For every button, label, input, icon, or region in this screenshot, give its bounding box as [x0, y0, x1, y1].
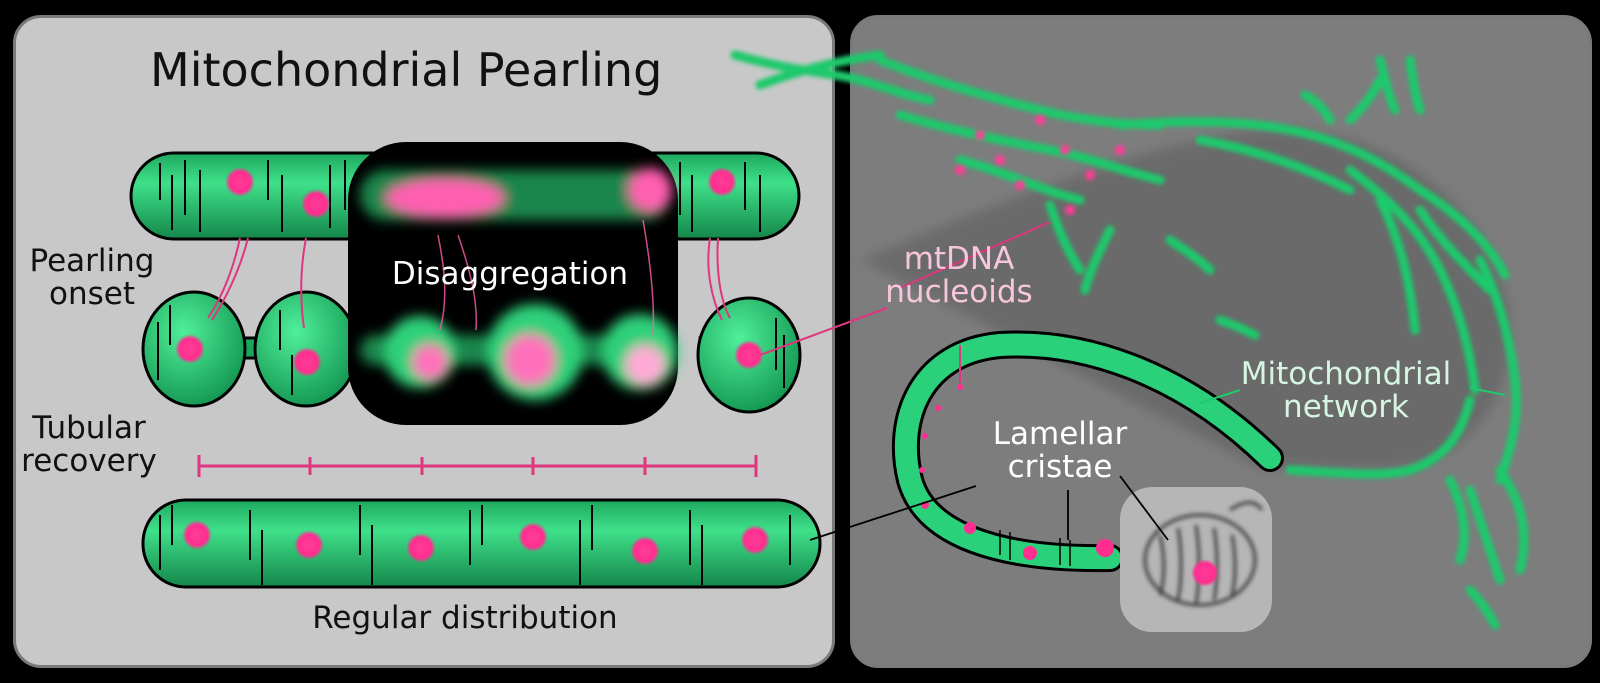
nucleoid [182, 520, 212, 550]
nucleoid [175, 334, 205, 364]
tubular-recovery-line2: recovery [21, 443, 157, 480]
mtdna-nucleoids-label: mtDNA nucleoids [884, 241, 1034, 311]
cristae-line1: Lamellar [992, 416, 1128, 452]
nucleoid [630, 536, 660, 566]
mtdna-line1: mtDNA [903, 241, 1015, 277]
pearling-onset-line2: onset [49, 276, 135, 313]
pearling-onset-label: Pearling onset [22, 243, 162, 313]
nucleoid [1191, 559, 1219, 587]
network-line2: network [1283, 389, 1409, 426]
nucleoid [406, 533, 436, 563]
mitochondrial-network [730, 50, 1529, 630]
nucleoid [734, 340, 764, 370]
mitochondrial-network-label: Mitochondrial network [1236, 356, 1456, 426]
network-line1: Mitochondrial [1240, 356, 1452, 392]
nucleoid [707, 167, 737, 197]
nucleoid [301, 189, 331, 219]
bottom-tubule [141, 498, 822, 589]
figure-title: Mitochondrial Pearling [150, 43, 663, 97]
cristae-leaders [809, 475, 1169, 541]
disaggregation-label: Disaggregation [391, 256, 629, 292]
regular-distribution-label: Regular distribution [312, 600, 618, 636]
tubular-recovery-line1: Tubular [32, 410, 146, 446]
nucleoid [225, 167, 255, 197]
electron-micrograph-inset [1120, 487, 1272, 632]
tubular-recovery-label: Tubular recovery [14, 410, 164, 480]
network-leaders [1199, 387, 1506, 404]
mtdna-leaders [759, 221, 1051, 383]
cristae-line2: cristae [1007, 449, 1113, 486]
lamellar-cristae-label: Lamellar cristae [980, 416, 1140, 486]
loop-mitochondrion [891, 330, 1284, 573]
nucleoid [518, 522, 548, 552]
nucleoid [294, 530, 324, 560]
fluorescence-inset [348, 142, 678, 425]
nucleoid [292, 347, 322, 377]
nucleoid-tracks [207, 237, 731, 329]
mtdna-line2: nucleoids [885, 274, 1033, 311]
scale-ruler [197, 455, 758, 477]
pearling-onset-line1: Pearling [29, 243, 155, 279]
nucleoid [740, 525, 770, 555]
pearled-mitochondrion [141, 290, 802, 414]
